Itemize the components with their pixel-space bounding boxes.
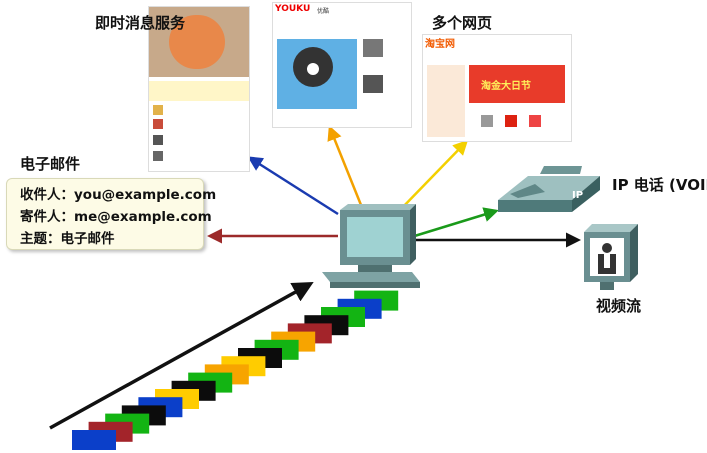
computer-icon: [322, 204, 420, 288]
label-video-stream: 视频流: [596, 297, 642, 315]
input-stream-arrow: [49, 281, 314, 430]
arrow-to-voip: [407, 207, 499, 240]
arrow-to-youku: [327, 125, 365, 211]
voip-phone-text: IP: [572, 190, 583, 201]
youku-logo: YOUKU: [275, 4, 311, 14]
label-voip: IP 电话 (VOIP): [612, 176, 707, 194]
label-instant-messaging: 即时消息服务: [95, 14, 186, 32]
email-subject: 主题：电子邮件: [20, 231, 115, 247]
email-to: 收件人：you@example.com: [20, 187, 217, 203]
video-monitor-icon: [584, 224, 638, 290]
taobao-banner: 淘金大日节: [481, 81, 531, 92]
ip-phone-icon: IP: [498, 166, 600, 212]
im-screenshot: [148, 6, 250, 172]
arrow-to-taobao: [399, 139, 469, 211]
taobao-logo: 淘宝网: [425, 39, 455, 50]
label-web-pages: 多个网页: [432, 14, 493, 32]
label-email: 电子邮件: [20, 155, 81, 173]
youku-tagline: 优酷: [317, 8, 330, 15]
arrow-to-im: [247, 156, 339, 216]
packet-stream: [72, 290, 399, 450]
youku-screenshot: YOUKU 优酷: [272, 2, 412, 128]
packet: [72, 430, 116, 450]
taobao-screenshot: 淘宝网 淘金大日节: [422, 34, 572, 142]
email-callout: 收件人：you@example.com 寄件人：me@example.com 主…: [6, 178, 217, 250]
email-from: 寄件人：me@example.com: [20, 209, 212, 225]
